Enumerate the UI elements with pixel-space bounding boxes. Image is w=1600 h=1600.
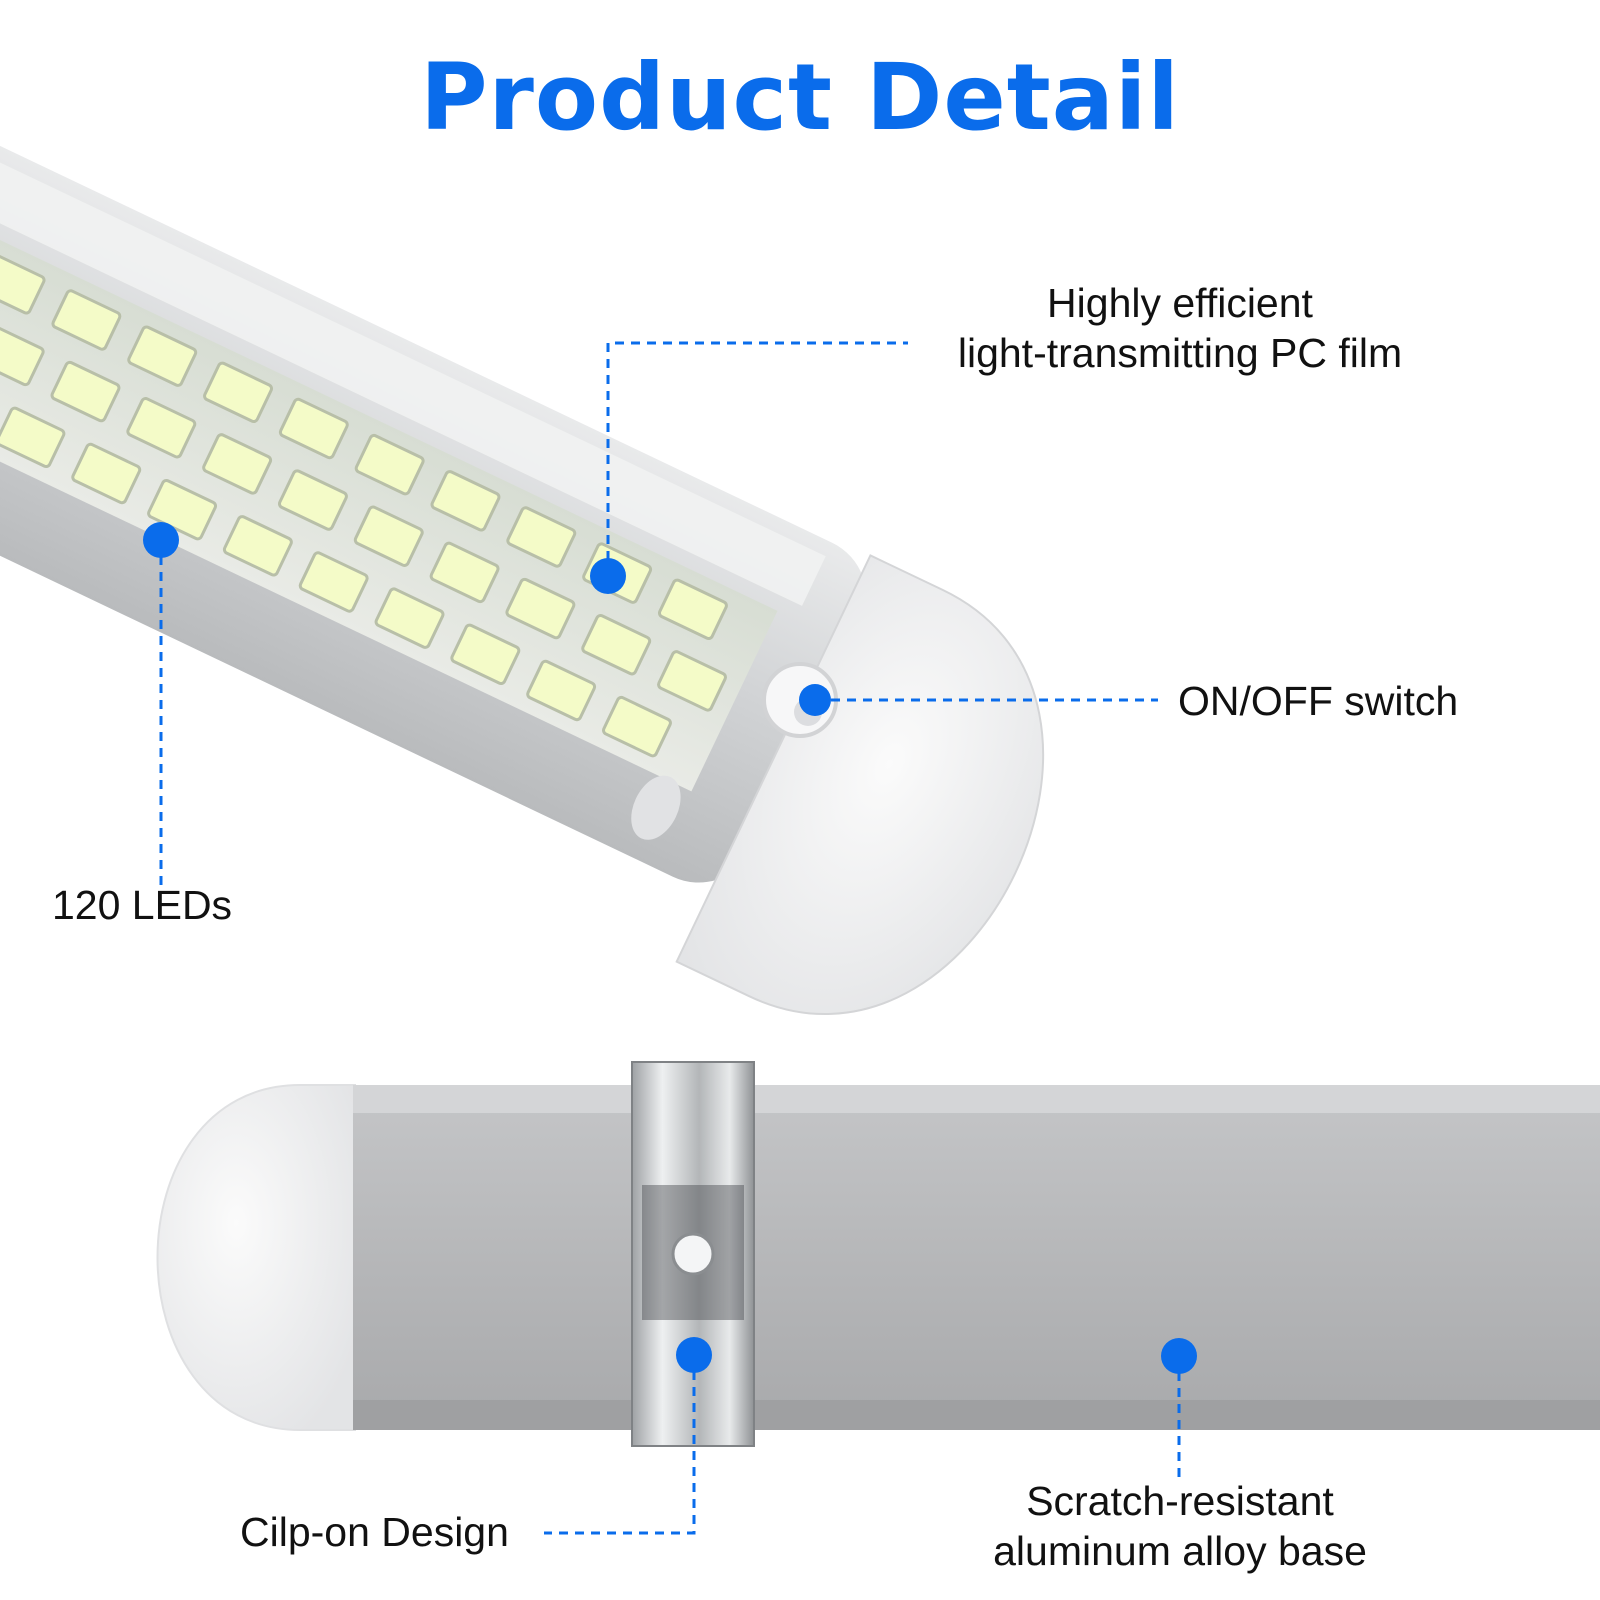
led-chip — [374, 587, 445, 649]
led-chip — [0, 253, 46, 315]
light-bar-bottom — [156, 1061, 1600, 1447]
led-chip — [354, 433, 425, 496]
base-marker — [1161, 1338, 1197, 1374]
housing-highlight — [0, 99, 826, 606]
led-chip — [202, 433, 273, 495]
pc-film-label-line1: Highly efficient — [1047, 280, 1313, 326]
led-chip — [126, 397, 197, 459]
led-chip — [71, 442, 142, 505]
aluminum-base — [353, 1085, 1600, 1430]
bottom-end-cap — [156, 1084, 356, 1431]
led-chip — [50, 360, 121, 423]
led-grid — [0, 253, 728, 758]
led-chip — [430, 470, 501, 532]
end-cap-screw-hole — [631, 775, 681, 840]
led-chip — [429, 541, 500, 604]
switch-marker — [799, 684, 831, 716]
pc-film-marker — [590, 558, 626, 594]
led-chip — [277, 469, 348, 531]
led-chip — [203, 361, 273, 424]
led-chip — [51, 289, 122, 351]
end-cap — [675, 554, 1045, 1015]
pc-film-label-line2: light-transmitting PC film — [957, 330, 1403, 376]
led-chip — [298, 551, 369, 613]
led-chip — [581, 614, 652, 676]
pc-film-leader-line — [606, 341, 908, 576]
page-title: Product Detail — [420, 44, 1180, 151]
led-chip — [450, 623, 521, 686]
led-chip — [0, 406, 66, 469]
led-chip — [0, 324, 45, 387]
led-chip — [222, 515, 293, 577]
light-bar-top — [0, 99, 1045, 1015]
led-chip — [353, 505, 424, 567]
leds-label: 120 LEDs — [52, 882, 233, 928]
switch-label: ON/OFF switch — [1178, 678, 1459, 724]
led-chip — [526, 659, 597, 722]
led-chip — [506, 506, 577, 568]
led-chip — [602, 695, 672, 758]
led-chip — [657, 650, 727, 712]
led-chip — [657, 578, 728, 641]
pc-film-strip — [0, 163, 778, 792]
callout-dots — [143, 522, 1197, 1374]
clip-leader-line — [544, 1355, 696, 1535]
clip-screw-hole — [671, 1232, 715, 1276]
base-label-line1: Scratch-resistant — [1026, 1478, 1334, 1524]
pc-film-label: Highly efficient light-transmitting PC f… — [930, 278, 1430, 378]
led-chip — [127, 325, 198, 387]
base-top-edge — [353, 1085, 1600, 1113]
led-chip — [505, 577, 576, 640]
base-label-line2: aluminum alloy base — [993, 1528, 1367, 1574]
clip-marker — [676, 1337, 712, 1373]
base-bottom-edge — [353, 1400, 1600, 1430]
callout-lines — [159, 341, 1181, 1535]
clip-label: Cilp-on Design — [240, 1509, 509, 1555]
led-chip — [278, 397, 349, 460]
leds-marker — [143, 522, 179, 558]
base-label: Scratch-resistant aluminum alloy base — [965, 1476, 1395, 1576]
